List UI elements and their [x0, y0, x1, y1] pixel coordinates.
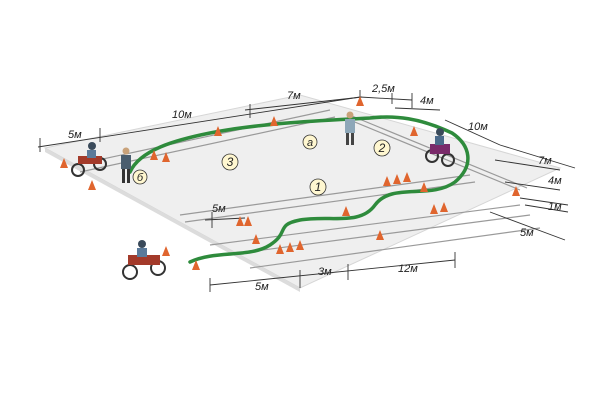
marker-b-label: б [137, 172, 144, 184]
course-path [128, 115, 470, 264]
zone-2-label: 2 [378, 141, 386, 155]
dimension-lines [37, 90, 576, 292]
dim-bottom-5m: 5м [255, 281, 269, 293]
dim-inner-5m: 5м [212, 203, 226, 215]
dim-top-10m: 10м [172, 109, 192, 121]
motorcycle-rider-bottom [122, 240, 166, 280]
zone-3-marker: 3 [221, 153, 239, 171]
inspector-figure-b [121, 147, 131, 183]
dim-right-10m: 10м [468, 121, 488, 133]
dim-right-4m: 4м [548, 175, 562, 187]
zone-1-marker: 1 [309, 178, 327, 196]
motorcycle-rider-left [71, 142, 107, 177]
dim-top-2-5m: 2,5м [371, 83, 395, 95]
dim-top-7m: 7м [287, 90, 301, 102]
zone-2-marker: 2 [373, 139, 391, 157]
lane-lines [74, 109, 541, 269]
dim-right-7m: 7м [538, 155, 552, 167]
dim-top-5m: 5м [68, 129, 82, 141]
ground-platform-shadow [45, 148, 300, 292]
marker-a-label: а [307, 137, 313, 149]
marker-b: б [132, 169, 148, 185]
dim-top-4m: 4м [420, 95, 434, 107]
marker-a: а [302, 134, 318, 150]
zone-1-label: 1 [315, 180, 322, 194]
cones [60, 96, 520, 270]
dim-right-1m: 1м [548, 201, 562, 213]
motorcycle-rider-right [425, 128, 455, 167]
dim-bottom-12m: 12м [398, 263, 418, 275]
dim-bottom-3m: 3м [318, 266, 332, 278]
dim-right-5m: 5м [520, 227, 534, 239]
zone-3-label: 3 [227, 155, 234, 169]
inspector-figure-a [345, 111, 355, 145]
